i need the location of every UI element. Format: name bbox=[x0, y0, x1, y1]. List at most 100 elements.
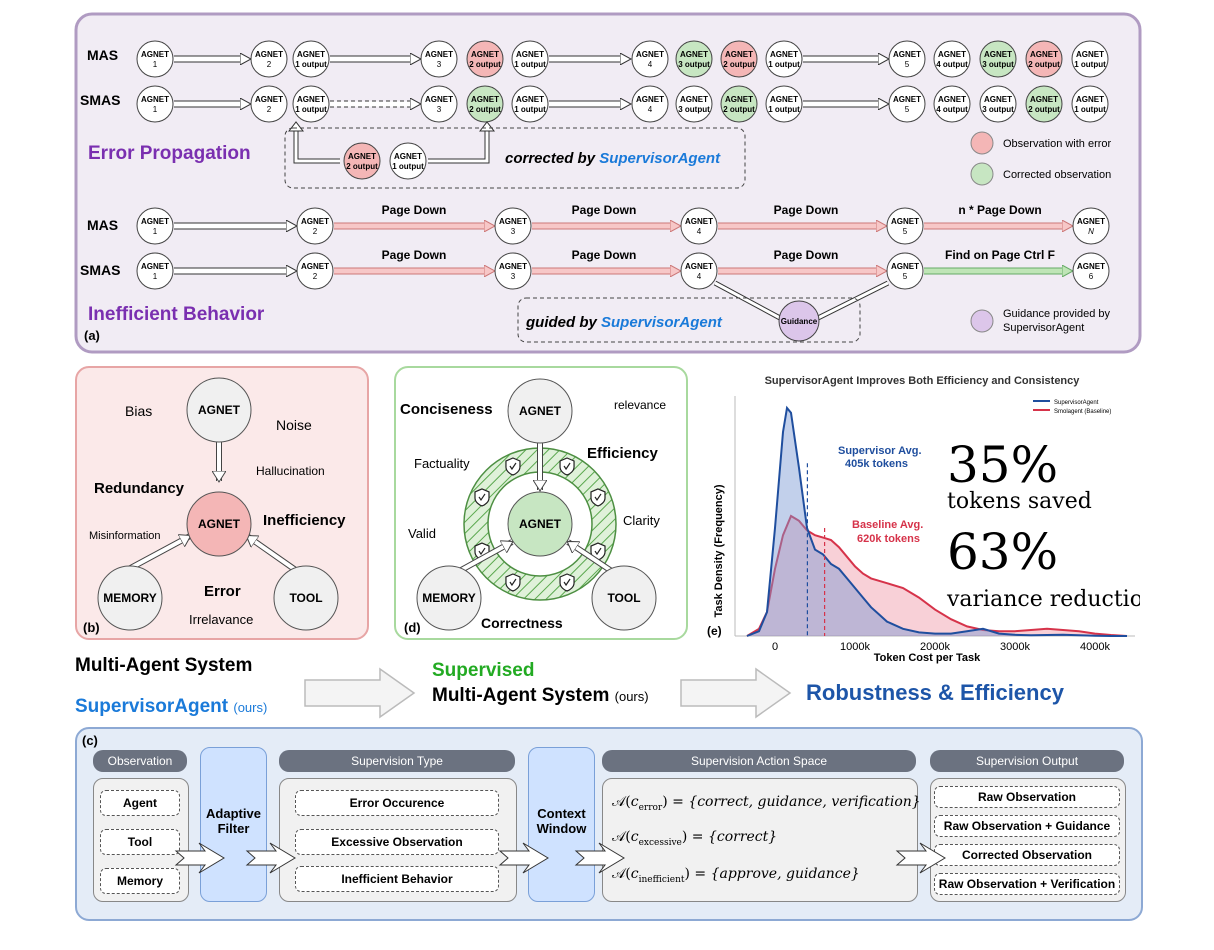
b-arrow-left bbox=[124, 536, 190, 573]
smas1-n6-sub: 1 output bbox=[514, 105, 546, 114]
mas2-n3-label: AGNET bbox=[499, 217, 527, 226]
action-excessive-sub: excessive bbox=[638, 837, 682, 848]
series-area-1 bbox=[747, 516, 1127, 636]
b-agent-top bbox=[186, 377, 252, 443]
mas1-n1-sub: 1 bbox=[153, 60, 158, 69]
mas2-pagedown-2: Page Down bbox=[572, 203, 637, 217]
smas1-n7-label: AGNET bbox=[636, 95, 664, 104]
smas1-n7-sub: 4 bbox=[648, 105, 653, 114]
smas-label-1: SMAS bbox=[80, 92, 120, 108]
smas1-n12-label: AGNET bbox=[938, 95, 966, 104]
smas1-n10-label: AGNET bbox=[770, 95, 798, 104]
smas1-n14-label: AGNET bbox=[1030, 95, 1058, 104]
mas1-n1-label: AGNET bbox=[141, 50, 169, 59]
action-excessive: 𝒜(cexcessive) = {correct} bbox=[612, 829, 778, 848]
big-arrow-1 bbox=[304, 667, 416, 719]
mas2-n4-sub: 4 bbox=[697, 227, 702, 236]
smas1-n6-label: AGNET bbox=[516, 95, 544, 104]
legend-error-dot bbox=[970, 131, 994, 155]
smas1-n9-sub: 2 output bbox=[723, 105, 755, 114]
d-memory-label: MEMORY bbox=[422, 591, 476, 605]
panel-a-label: (a) bbox=[84, 328, 100, 343]
smas2-n6-label: AGNET bbox=[1077, 262, 1105, 271]
b-tool bbox=[273, 565, 339, 631]
baseline-avg-line1: Baseline Avg. bbox=[852, 519, 923, 531]
guided-box bbox=[517, 297, 861, 343]
mas2-n5-label: AGNET bbox=[891, 217, 919, 226]
d-word-valid: Valid bbox=[408, 526, 436, 541]
mas1-n2-sub: 2 bbox=[267, 60, 272, 69]
smas2-n3-sub: 3 bbox=[511, 272, 516, 281]
supervised-title: Supervised bbox=[432, 660, 535, 681]
guidance-label: Guidance bbox=[781, 317, 818, 326]
action-error-sub: error bbox=[638, 802, 663, 813]
b-memory bbox=[97, 565, 163, 631]
b-word-error: Error bbox=[204, 583, 241, 600]
b-word-irrelavance: Irrelavance bbox=[189, 612, 253, 627]
d-word-conciseness: Conciseness bbox=[400, 401, 493, 418]
smas1-n11-label: AGNET bbox=[893, 95, 921, 104]
mas1-n8-label: AGNET bbox=[680, 50, 708, 59]
adaptive-filter: Adaptive Filter bbox=[200, 747, 267, 902]
x-tick-label: 3000k bbox=[1000, 641, 1030, 653]
d-word-relevance: relevance bbox=[614, 398, 666, 412]
mas1-n4-sub: 3 bbox=[437, 60, 442, 69]
obs-agent: Agent bbox=[100, 790, 180, 816]
type-inefficient-behavior: Inefficient Behavior bbox=[295, 866, 499, 892]
output-header: Supervision Output bbox=[930, 750, 1124, 772]
mas2-n2-sub: 2 bbox=[313, 227, 318, 236]
smas2-n5-label: AGNET bbox=[891, 262, 919, 271]
d-arrow-left bbox=[453, 542, 512, 576]
correction-n2-sub: 1 output bbox=[392, 162, 424, 171]
mas1-n12-label: AGNET bbox=[938, 50, 966, 59]
density-chart: SupervisorAgent Improves Both Efficiency… bbox=[707, 375, 1140, 664]
supervisor-avg-line1: Supervisor Avg. bbox=[838, 445, 922, 457]
shield-icon bbox=[590, 488, 606, 507]
mas1-n5-sub: 2 output bbox=[469, 60, 501, 69]
baseline-avg-line2: 620k tokens bbox=[857, 533, 920, 545]
smas1-n15-label: AGNET bbox=[1076, 95, 1104, 104]
mas1-n14-label: AGNET bbox=[1030, 50, 1058, 59]
d-tool-label: TOOL bbox=[607, 591, 640, 605]
legend-guidance-text-1: Guidance provided by bbox=[1003, 308, 1111, 320]
smas-ours: (ours) bbox=[614, 689, 649, 704]
b-word-hallucination: Hallucination bbox=[256, 464, 325, 478]
d-arrow-right bbox=[568, 540, 618, 576]
output-raw-guidance: Raw Observation + Guidance bbox=[934, 815, 1120, 837]
mas2-n1-sub: 1 bbox=[153, 227, 158, 236]
shield-icon bbox=[590, 542, 606, 561]
smas1-n15-sub: 1 output bbox=[1074, 105, 1106, 114]
legend-guidance-dot bbox=[970, 309, 994, 333]
smas1-n4-label: AGNET bbox=[425, 95, 453, 104]
adaptive-filter-line1: Adaptive bbox=[206, 806, 261, 821]
correction-n1-sub: 2 output bbox=[346, 162, 378, 171]
mas1-n8-sub: 3 output bbox=[678, 60, 710, 69]
b-word-noise: Noise bbox=[276, 417, 312, 433]
adaptive-filter-line2: Filter bbox=[217, 821, 250, 836]
legend-baseline-text: Smolagent (Baseline) bbox=[1054, 409, 1111, 415]
d-agent-center-label: AGNET bbox=[519, 517, 562, 531]
smas1-n1-sub: 1 bbox=[153, 105, 158, 114]
b-arrow-right bbox=[247, 534, 299, 573]
series-area-0 bbox=[747, 408, 1127, 636]
